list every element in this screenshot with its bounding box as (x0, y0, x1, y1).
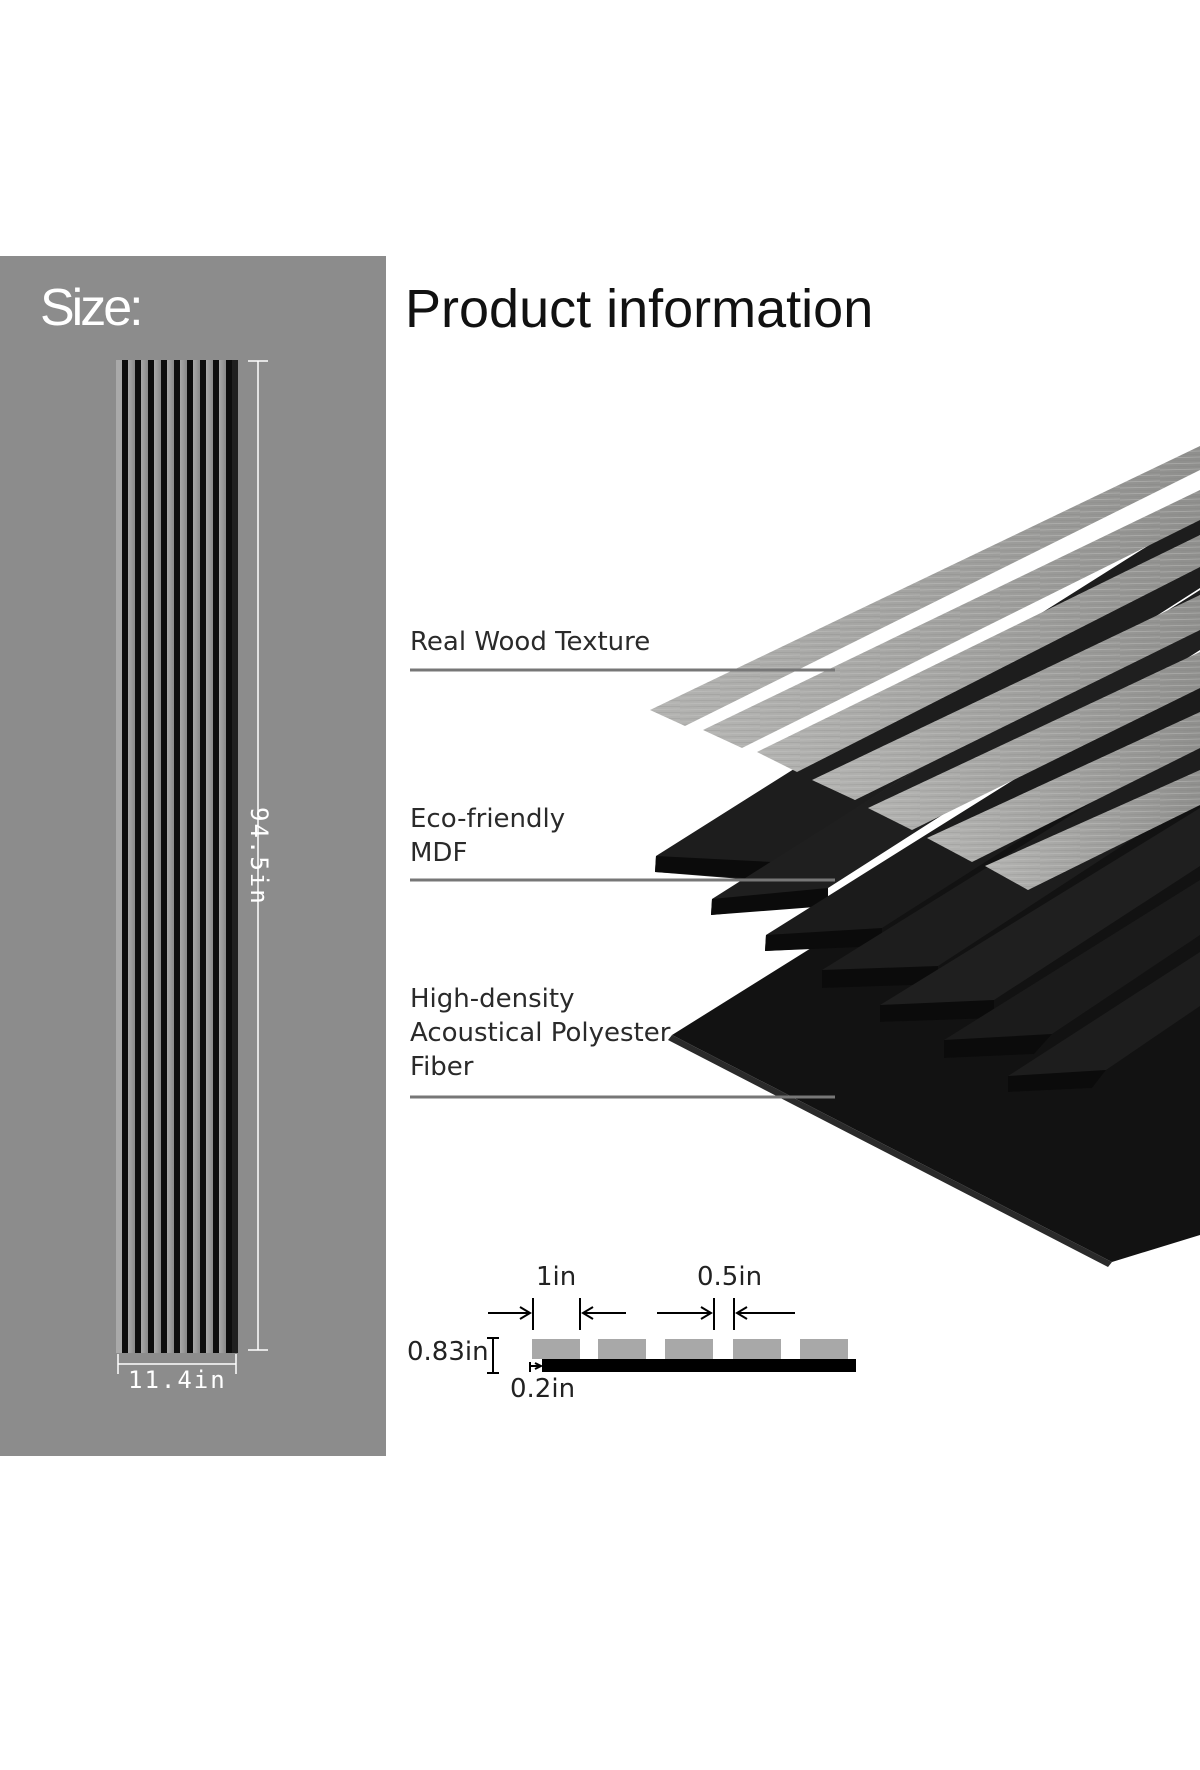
label-eco-friendly-mdf: Eco-friendly MDF (410, 804, 566, 868)
cross-section-detail (487, 1298, 856, 1374)
slat-width-label: 1in (536, 1262, 577, 1292)
wood-layer (650, 446, 1200, 890)
height-dimension-line (248, 360, 268, 1351)
size-title: Size: (40, 279, 144, 337)
label-real-wood-texture: Real Wood Texture (410, 627, 651, 657)
panel-thickness-label: 0.83in (407, 1337, 489, 1367)
panel-front-view (116, 360, 238, 1353)
label-leader-lines (410, 668, 835, 1099)
gap-width-label: 0.5in (697, 1262, 763, 1292)
height-dimension-label: 94.5in (245, 807, 273, 906)
label-acoustical-polyester-fiber: High-density Acoustical Polyester Fiber (410, 984, 671, 1082)
width-dimension-label: 11.4in (128, 1366, 227, 1394)
width-dimension-line (117, 1354, 237, 1374)
product-information-title: Product information (405, 279, 874, 339)
backing-thickness-label: 0.2in (510, 1374, 576, 1404)
